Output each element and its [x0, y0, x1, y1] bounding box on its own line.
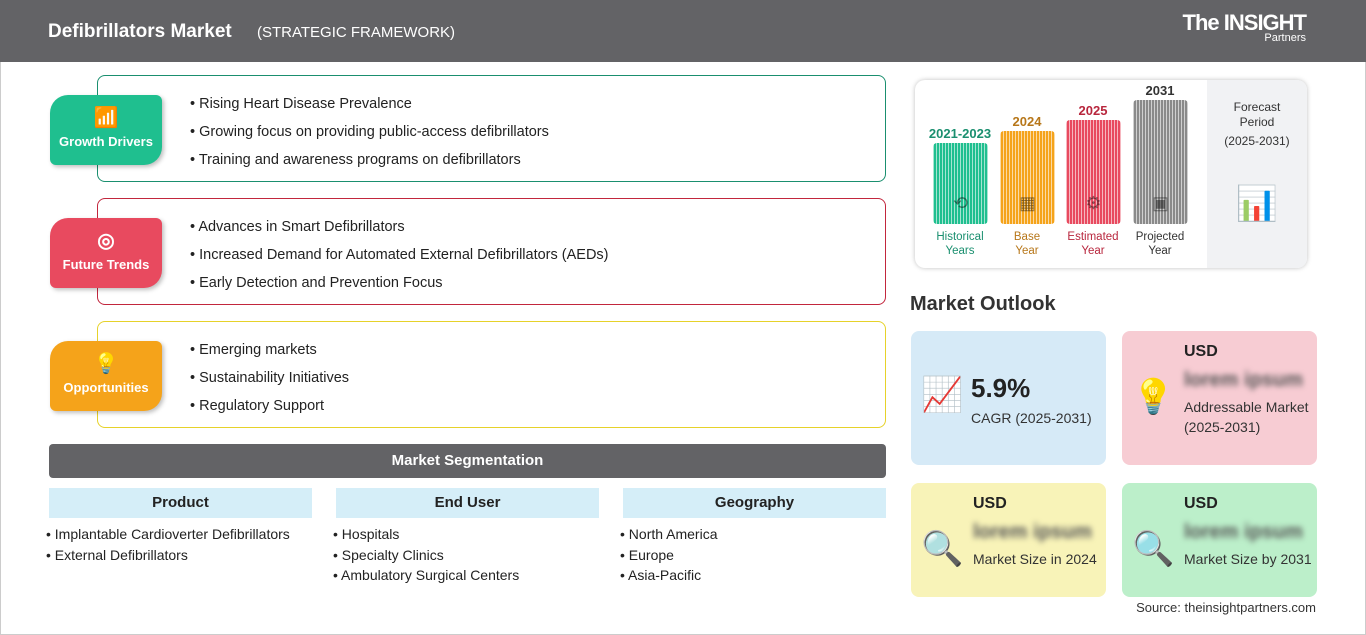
- future-trends-list: Advances in Smart Defibrillators Increas…: [190, 213, 609, 297]
- calendar-icon: ▦: [1018, 193, 1036, 213]
- list-item: Increased Demand for Automated External …: [190, 241, 608, 269]
- presentation-icon: ▣: [1151, 193, 1169, 213]
- list-item: External Defibrillators: [46, 545, 290, 566]
- list-item: Sustainability Initiatives: [190, 364, 349, 392]
- segment-header-geography: Geography: [623, 488, 886, 518]
- history-icon: ⟲: [952, 193, 969, 213]
- growth-chart-icon: 📶: [93, 107, 119, 129]
- lightbulb-dollar-icon: 💡: [1132, 378, 1175, 416]
- page-subtitle: (STRATEGIC FRAMEWORK): [257, 24, 456, 41]
- market-outlook-title: Market Outlook: [910, 293, 1056, 315]
- list-item: Ambulatory Surgical Centers: [333, 565, 519, 586]
- opportunities-list: Emerging markets Sustainability Initiati…: [190, 336, 349, 420]
- timeline-year: 2025: [1078, 103, 1108, 118]
- timeline-year: 2021-2023: [928, 126, 992, 141]
- list-item: Rising Heart Disease Prevalence: [190, 90, 549, 118]
- geography-list: North America Europe Asia-Pacific: [620, 524, 718, 586]
- timeline-bar: ▦: [1000, 131, 1055, 224]
- timeline-bar: ⟲: [933, 143, 988, 224]
- growth-drivers-list: Rising Heart Disease Prevalence Growing …: [190, 90, 549, 174]
- growth-chart-icon: 📈: [921, 376, 964, 414]
- lightbulb-hand-icon: 💡: [93, 353, 119, 375]
- market-size-2024-card: 🔍 USD lorem ipsum Market Size in 2024: [911, 483, 1106, 597]
- future-trends-tag: ◎Future Trends: [50, 218, 162, 288]
- timeline-year: 2031: [1145, 83, 1175, 98]
- timeline-bar: ⚙: [1066, 120, 1121, 224]
- end-user-list: Hospitals Specialty Clinics Ambulatory S…: [333, 524, 519, 586]
- source-text: Source: theinsightpartners.com: [1136, 600, 1316, 615]
- cagr-card: 📈 5.9% CAGR (2025-2031): [911, 331, 1106, 465]
- list-item: Hospitals: [333, 524, 519, 545]
- header-bar: Defibrillators Market (STRATEGIC FRAMEWO…: [0, 0, 1366, 62]
- list-item: Advances in Smart Defibrillators: [190, 213, 609, 241]
- timeline-bar: ▣: [1133, 100, 1188, 224]
- list-item: Regulatory Support: [190, 392, 349, 420]
- page-title: Defibrillators Market: [48, 21, 232, 42]
- forecast-period: Forecast Period (2025-2031) 📊: [1207, 80, 1307, 268]
- growth-drivers-tag: 📶Growth Drivers: [50, 95, 162, 165]
- analytics-icon: ⚙: [1085, 193, 1102, 213]
- addressable-market-card: 💡 USD lorem ipsum Addressable Market (20…: [1122, 331, 1317, 465]
- opportunities-tag: 💡Opportunities: [50, 341, 162, 411]
- list-item: Emerging markets: [190, 336, 349, 364]
- product-list: Implantable Cardioverter Defibrillators …: [46, 524, 290, 565]
- list-item: Europe: [620, 545, 718, 566]
- magnifier-chart-icon: 🔍: [921, 530, 964, 568]
- list-item: Early Detection and Prevention Focus: [190, 269, 609, 297]
- list-item: North America: [620, 524, 718, 545]
- target-icon: ◎: [97, 230, 115, 252]
- list-item: Asia-Pacific: [620, 565, 718, 586]
- market-segmentation-title: Market Segmentation: [49, 444, 886, 478]
- market-size-2031-card: 🔍 USD lorem ipsum Market Size by 2031: [1122, 483, 1317, 597]
- timeline-year: 2024: [1012, 114, 1042, 129]
- segment-header-product: Product: [49, 488, 312, 518]
- list-item: Implantable Cardioverter Defibrillators: [46, 524, 290, 545]
- insight-partners-logo: The INSIGHT Partners: [1182, 10, 1307, 44]
- list-item: Specialty Clinics: [333, 545, 519, 566]
- analytics-illustration-icon: 📊: [1235, 185, 1279, 223]
- segment-header-end-user: End User: [336, 488, 599, 518]
- magnifier-chart-icon: 🔍: [1132, 530, 1175, 568]
- list-item: Growing focus on providing public-access…: [190, 118, 549, 146]
- list-item: Training and awareness programs on defib…: [190, 146, 549, 174]
